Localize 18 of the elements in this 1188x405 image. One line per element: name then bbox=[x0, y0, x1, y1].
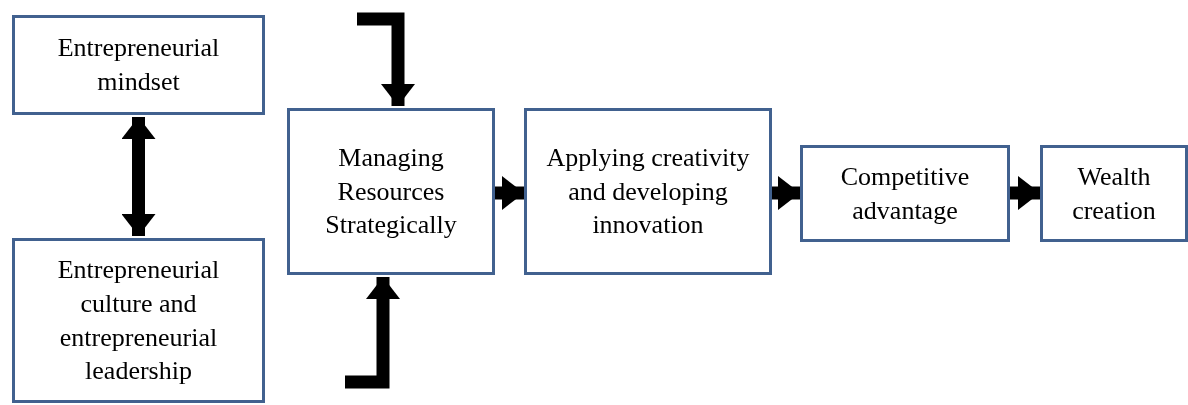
process-box bbox=[12, 15, 265, 115]
box-label: Managing Resources Strategically bbox=[324, 141, 458, 242]
arrow bbox=[1010, 176, 1040, 210]
box-label: Wealth creation bbox=[1071, 160, 1157, 227]
arrow bbox=[772, 176, 800, 210]
arrow bbox=[121, 117, 156, 236]
box-label: Entrepreneurial mindset bbox=[56, 32, 221, 98]
process-box bbox=[287, 108, 495, 275]
process-box bbox=[800, 145, 1010, 242]
arrow bbox=[357, 12, 415, 106]
process-box bbox=[524, 108, 772, 275]
box-label: Competitive advantage bbox=[839, 160, 971, 227]
box-label: Entrepreneurial culture and entrepreneurial leadership bbox=[56, 253, 221, 388]
process-box bbox=[12, 238, 265, 403]
box-label: Applying creativity and developing innovation bbox=[545, 141, 751, 242]
arrow bbox=[495, 176, 524, 210]
arrow bbox=[345, 277, 400, 389]
process-box bbox=[1040, 145, 1188, 242]
